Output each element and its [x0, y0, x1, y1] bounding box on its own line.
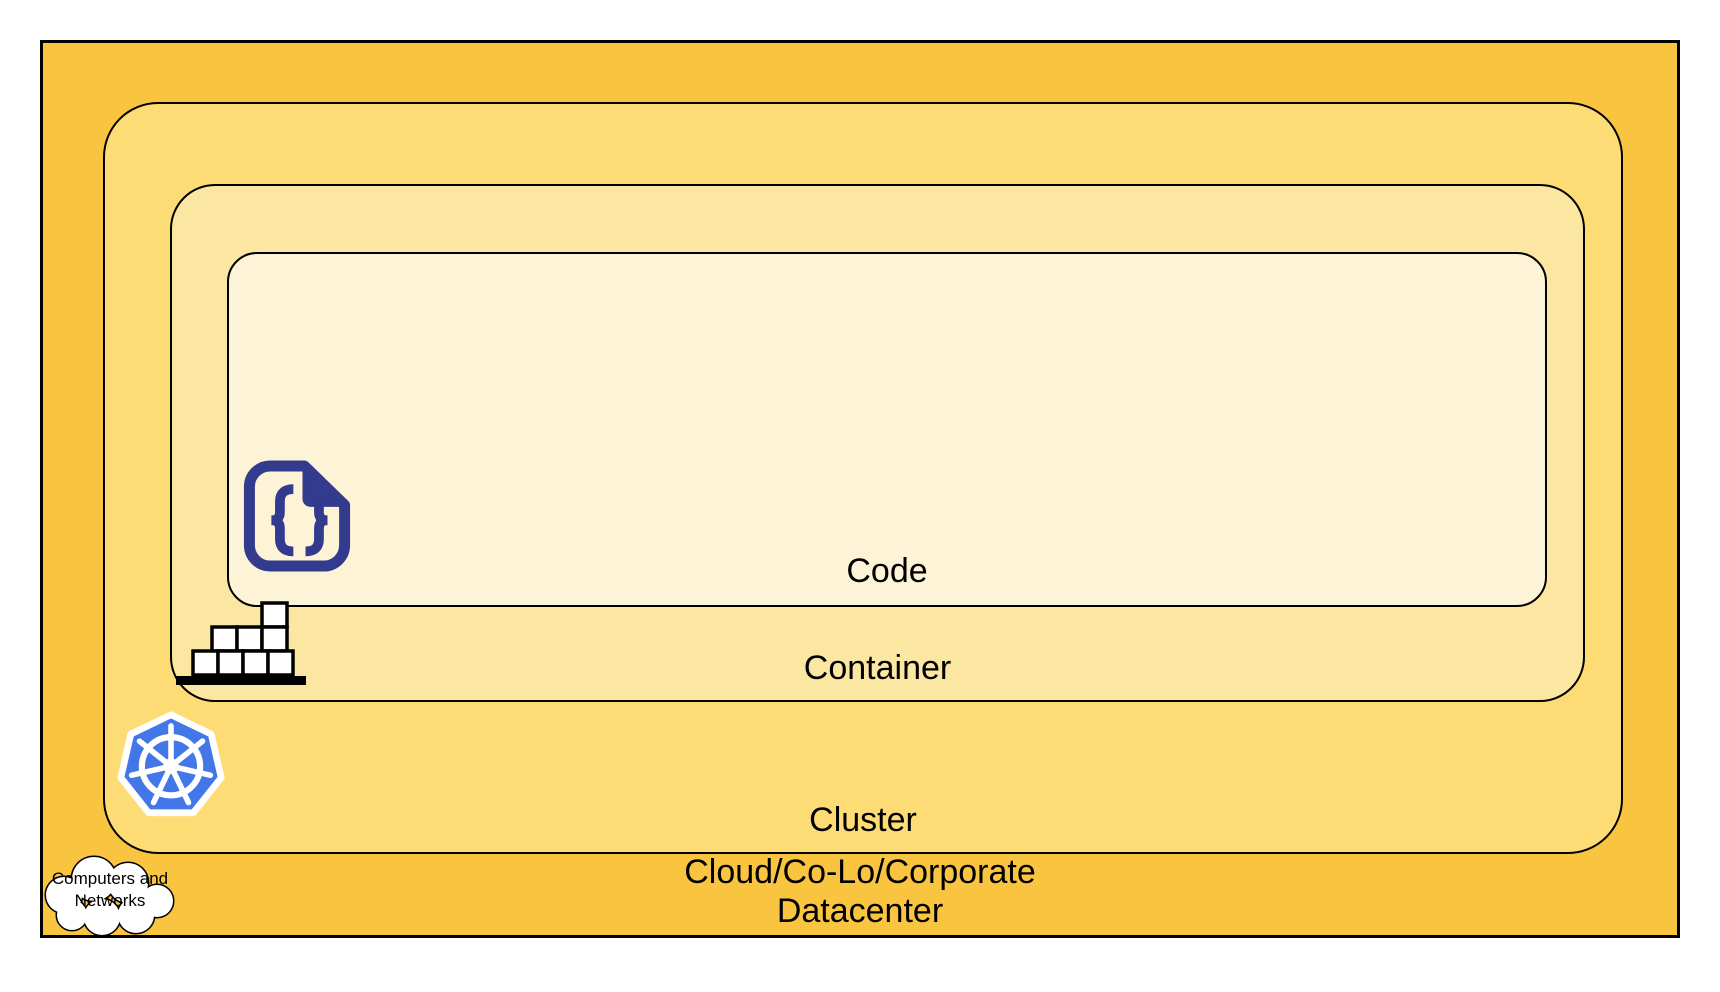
- code-box: Code: [227, 252, 1547, 607]
- datacenter-box: Code Container Cluster Cloud/Co-Lo/Corpo…: [40, 40, 1680, 938]
- cluster-label: Cluster: [809, 800, 917, 839]
- cloud-callout-text: Computers and Networks: [42, 868, 178, 912]
- datacenter-label-line1: Cloud/Co-Lo/Corporate: [684, 852, 1036, 891]
- cloud-callout: Computers and Networks: [36, 853, 184, 943]
- code-label: Code: [846, 551, 928, 590]
- datacenter-label: Cloud/Co-Lo/Corporate Datacenter: [43, 853, 1677, 931]
- code-file-icon: [243, 460, 351, 572]
- container-label: Container: [803, 648, 952, 687]
- datacenter-label-line2: Datacenter: [776, 891, 944, 930]
- cloud-callout-line2: Networks: [74, 891, 146, 911]
- container-box: Code Container: [170, 184, 1585, 702]
- kubernetes-icon: [117, 711, 225, 817]
- cluster-box: Code Container Cluster: [103, 102, 1623, 854]
- container-stack-icon: [176, 601, 306, 685]
- cloud-icon: [44, 855, 175, 937]
- cloud-callout-line1: Computers and: [51, 869, 169, 888]
